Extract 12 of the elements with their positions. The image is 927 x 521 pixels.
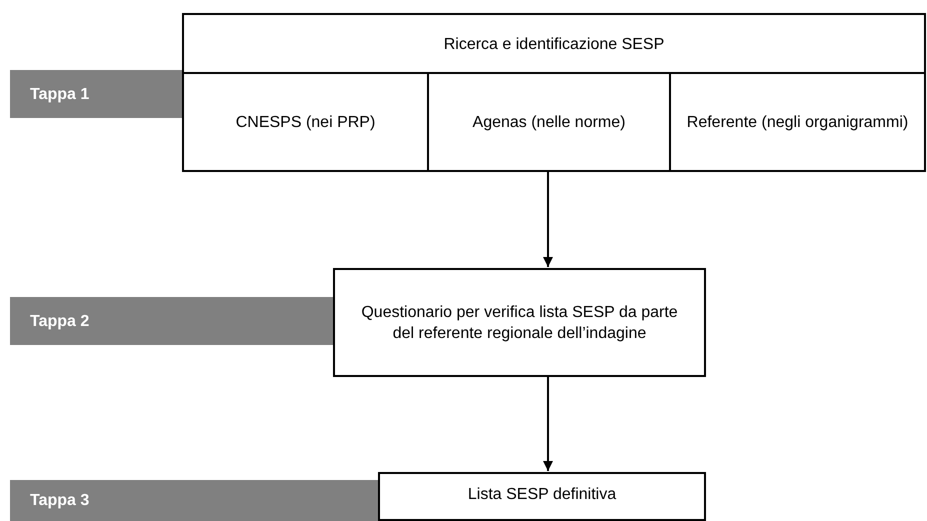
- table-cell: Referente (negli organigrammi): [669, 72, 924, 170]
- table-box: [182, 13, 926, 172]
- step-bar: Tappa 3: [10, 480, 380, 521]
- step-bar: Tappa 2: [10, 297, 334, 345]
- table-heading: Ricerca e identificazione SESP: [442, 34, 666, 54]
- process-box: Questionario per verifica lista SESP da parte del referente regionale dell’indagine: [333, 268, 706, 377]
- process-box: Lista SESP definitiva: [378, 472, 706, 521]
- arrow: [543, 172, 553, 267]
- table-cell: CNESPS (nei PRP): [184, 72, 427, 170]
- step-bar: Tappa 1: [10, 70, 182, 118]
- table-cell: Agenas (nelle norme): [427, 72, 669, 170]
- arrow: [543, 377, 553, 471]
